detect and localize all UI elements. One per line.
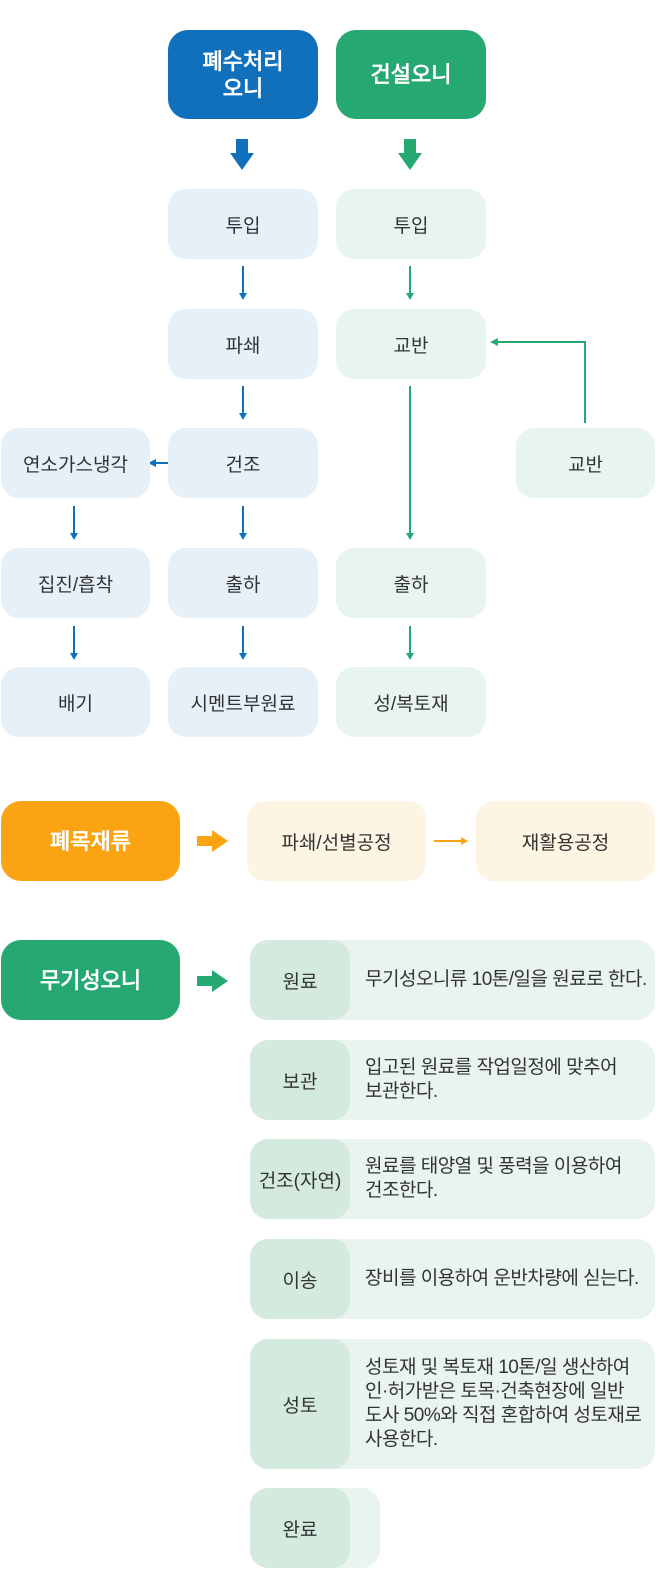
con-fill-step: 성/복토재 — [336, 667, 486, 737]
step-label: 이송 — [250, 1239, 350, 1319]
con-mix-side-step: 교반 — [516, 428, 655, 498]
con-input-step: 투입 — [336, 189, 486, 259]
waste-wood-header: 폐목재류 — [1, 801, 180, 881]
step-label: 원료 — [250, 940, 350, 1020]
ww-ship-step: 출하 — [168, 548, 318, 618]
ww-dry-step: 건조 — [168, 428, 318, 498]
step-description: 무기성오니류 10톤/일을 원료로 한다. — [365, 969, 647, 990]
process-step-complete: 완료 — [250, 1488, 380, 1568]
process-step-transfer: 이송 장비를 이용하여 운반차량에 싣는다. — [250, 1239, 655, 1319]
wastewater-sludge-header: 폐수처리 오니 — [168, 30, 318, 119]
arrow-right-icon — [197, 830, 228, 852]
step-description: 장비를 이용하여 운반차량에 싣는다. — [365, 1268, 639, 1289]
wood-recycle-step: 재활용공정 — [476, 801, 655, 881]
ww-cement-step: 시멘트부원료 — [168, 667, 318, 737]
process-step-storage: 보관 입고된 원료를 작업일정에 맞추어 보관한다. — [250, 1040, 655, 1120]
inorganic-sludge-header: 무기성오니 — [1, 940, 180, 1020]
exhaust-step: 배기 — [1, 667, 150, 737]
wood-crush-sort-step: 파쇄/선별공정 — [247, 801, 426, 881]
step-description: 성토재 및 복토재 10톤/일 생산하여 인·허가받은 토목·건축현장에 일반 … — [365, 1357, 642, 1450]
con-ship-step: 출하 — [336, 548, 486, 618]
step-description: 원료를 태양열 및 풍력을 이용하여 건조한다. — [365, 1156, 622, 1201]
step-label: 완료 — [250, 1488, 350, 1568]
arrow-right-icon — [197, 970, 228, 992]
process-step-raw: 원료 무기성오니류 10톤/일을 원료로 한다. — [250, 940, 655, 1020]
process-step-embankment: 성토 성토재 및 복토재 10톤/일 생산하여 인·허가받은 토목·건축현장에 … — [250, 1339, 655, 1469]
ww-input-step: 투입 — [168, 189, 318, 259]
ww-crush-step: 파쇄 — [168, 309, 318, 379]
process-step-natural-dry: 건조(자연) 원료를 태양열 및 풍력을 이용하여 건조한다. — [250, 1139, 655, 1219]
step-label: 건조(자연) — [250, 1139, 350, 1219]
collect-absorb-step: 집진/흡착 — [1, 548, 150, 618]
step-description: 입고된 원료를 작업일정에 맞추어 보관한다. — [365, 1057, 618, 1102]
arrow-down-icon — [230, 139, 254, 170]
arrow-down-icon — [398, 139, 422, 170]
step-label: 성토 — [250, 1339, 350, 1469]
con-mix-step: 교반 — [336, 309, 486, 379]
step-label: 보관 — [250, 1040, 350, 1120]
gas-cooling-step: 연소가스냉각 — [1, 428, 150, 498]
construction-sludge-header: 건설오니 — [336, 30, 486, 119]
